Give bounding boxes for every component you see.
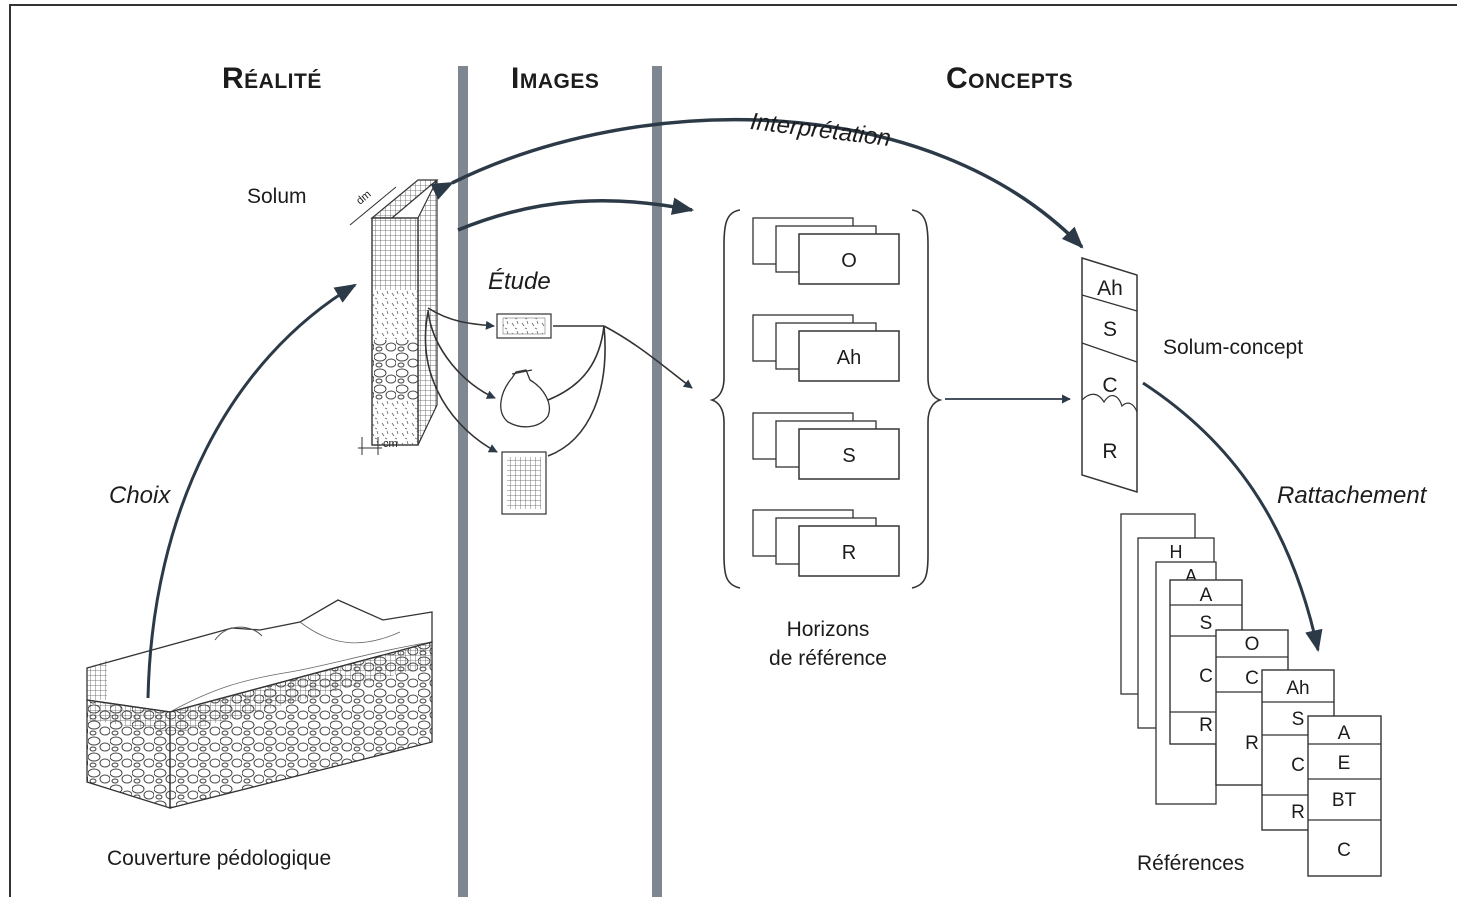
cm-label: cm: [383, 438, 398, 450]
solum-concept-label: Solum-concept: [1163, 336, 1304, 359]
reference-card-layer-label: C: [1337, 840, 1351, 861]
horizon-card-label: Ah: [837, 347, 861, 369]
reference-card-layer-label: R: [1199, 715, 1213, 736]
solum-concept-layer-label: S: [1103, 318, 1117, 341]
divider-images-concepts: [652, 66, 662, 897]
solum-concept-layer-label: C: [1102, 374, 1117, 397]
solum-concept-labels: AhS C R: [1097, 277, 1123, 463]
horizon-card-label: R: [842, 542, 856, 564]
horizons-label-line1: Horizons: [786, 618, 870, 641]
solum-block-illustration: [349, 179, 439, 455]
divider-realite-images: [458, 66, 468, 897]
reference-card-layer-label: A: [1200, 585, 1213, 606]
dm-label: dm: [354, 188, 373, 207]
choix-label: Choix: [109, 482, 171, 509]
reference-card-layer-label: BT: [1332, 790, 1357, 811]
left-brace: [709, 209, 741, 589]
horizons-label-line2: de référence: [769, 647, 887, 670]
horizon-card-label: O: [841, 250, 857, 272]
reference-card-label: H: [1170, 542, 1183, 562]
rattachement-arrow: [1142, 381, 1323, 653]
reference-card-layer-label: C: [1245, 668, 1259, 689]
solum-concept-layer-label: Ah: [1097, 277, 1123, 300]
header-images: Images: [511, 62, 600, 95]
reference-card-layer-label: Ah: [1286, 678, 1309, 699]
horizon-card-label: S: [842, 445, 855, 467]
reference-card-layer-label: E: [1338, 753, 1351, 774]
reference-card-layer-label: O: [1245, 634, 1260, 655]
couverture-label: Couverture pédologique: [107, 847, 332, 870]
reference-card-layer-label: R: [1245, 733, 1259, 754]
references-label: Références: [1137, 852, 1245, 875]
rattachement-label: Rattachement: [1277, 482, 1427, 509]
reference-card-layer-label: R: [1291, 802, 1305, 823]
reference-card-layer-label: C: [1291, 755, 1305, 776]
sample-icons: [496, 313, 552, 515]
horizon-card-stack: S: [752, 412, 900, 480]
etude-arrows: [424, 307, 693, 457]
horizon-card-stack: O: [752, 217, 900, 285]
header-realite: Réalité: [222, 62, 322, 95]
right-brace: [911, 209, 943, 589]
solum-concept-column: [1081, 256, 1138, 494]
interpretation-arrow: [430, 117, 1084, 249]
reference-card-layer-label: C: [1199, 666, 1213, 687]
solum-concept-layer-label: R: [1102, 440, 1117, 463]
reference-card-layer-label: S: [1200, 613, 1213, 634]
reference-card-layer-label: A: [1338, 723, 1351, 744]
solum-to-horizons-arrow: [457, 197, 695, 232]
reference-horizon-cards: O AhS R: [752, 217, 900, 577]
choix-arrow: [146, 283, 357, 699]
landscape-block-illustration: [86, 599, 433, 809]
reference-card: AE BT C: [1307, 715, 1382, 877]
solum-label: Solum: [247, 185, 307, 208]
figure-frame: [9, 4, 1457, 897]
horizon-card-stack: Ah: [752, 314, 900, 382]
horizon-card-stack: R: [752, 509, 900, 577]
reference-card-layer-label: S: [1292, 709, 1305, 730]
etude-label: Étude: [488, 268, 551, 295]
header-concepts: Concepts: [946, 62, 1074, 95]
